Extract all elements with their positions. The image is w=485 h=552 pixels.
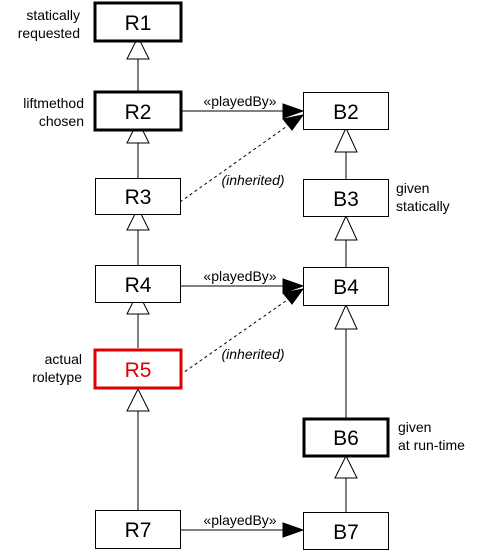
node-b6[interactable]: B6 <box>302 417 390 458</box>
played-by-arrowheads <box>282 103 305 538</box>
node-r7-label: R7 <box>125 519 152 542</box>
annotation-r1-line2: requested <box>18 25 80 41</box>
node-r4[interactable]: R4 <box>95 265 181 303</box>
annotation-b6-line2: at run-time <box>398 437 465 453</box>
node-r2-label: R2 <box>125 101 152 124</box>
inherited-edges <box>179 123 291 376</box>
edge-labels: «playedBy» «playedBy» «playedBy» (inheri… <box>203 93 284 528</box>
node-b7[interactable]: B7 <box>303 512 389 550</box>
node-b4[interactable]: B4 <box>303 267 389 306</box>
node-b3[interactable]: B3 <box>303 179 389 217</box>
node-r5[interactable]: R5 <box>93 348 183 390</box>
annotation-r2-line1: liftmethod <box>23 95 84 111</box>
node-r7[interactable]: R7 <box>95 510 181 549</box>
annotation-b3-line2: statically <box>396 198 450 214</box>
node-r5-label: R5 <box>125 359 152 382</box>
node-b2[interactable]: B2 <box>303 92 389 130</box>
node-r3[interactable]: R3 <box>95 178 181 215</box>
inherited-arrowheads <box>282 114 305 305</box>
played-by-edges <box>180 110 286 531</box>
node-r1[interactable]: R1 <box>93 1 183 43</box>
node-r1-label: R1 <box>125 12 152 35</box>
annotation-r1-line1: statically <box>26 7 80 23</box>
annotation-b3-line1: given <box>396 180 429 196</box>
inherited-label-r5-b4: (inherited) <box>221 346 284 362</box>
annotations: statically requested liftmethod chosen a… <box>18 7 465 453</box>
annotation-r5-line2: roletype <box>32 369 82 385</box>
base-boxes: B2 B3 B4 B6 B7 <box>302 92 390 550</box>
node-b3-label: B3 <box>333 188 359 211</box>
inherited-label-r3-b2: (inherited) <box>221 172 284 188</box>
played-by-label-r4-b4: «playedBy» <box>203 268 276 284</box>
node-r4-label: R4 <box>125 274 152 297</box>
played-by-label-r2-b2: «playedBy» <box>203 93 276 109</box>
annotation-r5-line1: actual <box>45 351 82 367</box>
node-b4-label: B4 <box>333 276 359 299</box>
node-r3-label: R3 <box>125 186 152 209</box>
inheritance-arrowheads-bases <box>334 126 358 479</box>
played-by-label-r7-b7: «playedBy» <box>203 512 276 528</box>
annotation-b6-line1: given <box>398 419 431 435</box>
node-b7-label: B7 <box>333 521 359 544</box>
node-r2[interactable]: R2 <box>93 90 183 132</box>
node-b2-label: B2 <box>333 101 359 124</box>
annotation-r2-line2: chosen <box>39 113 84 129</box>
role-boxes: R1 R2 R3 R4 R5 R7 <box>93 1 183 549</box>
node-b6-label: B6 <box>333 427 359 450</box>
